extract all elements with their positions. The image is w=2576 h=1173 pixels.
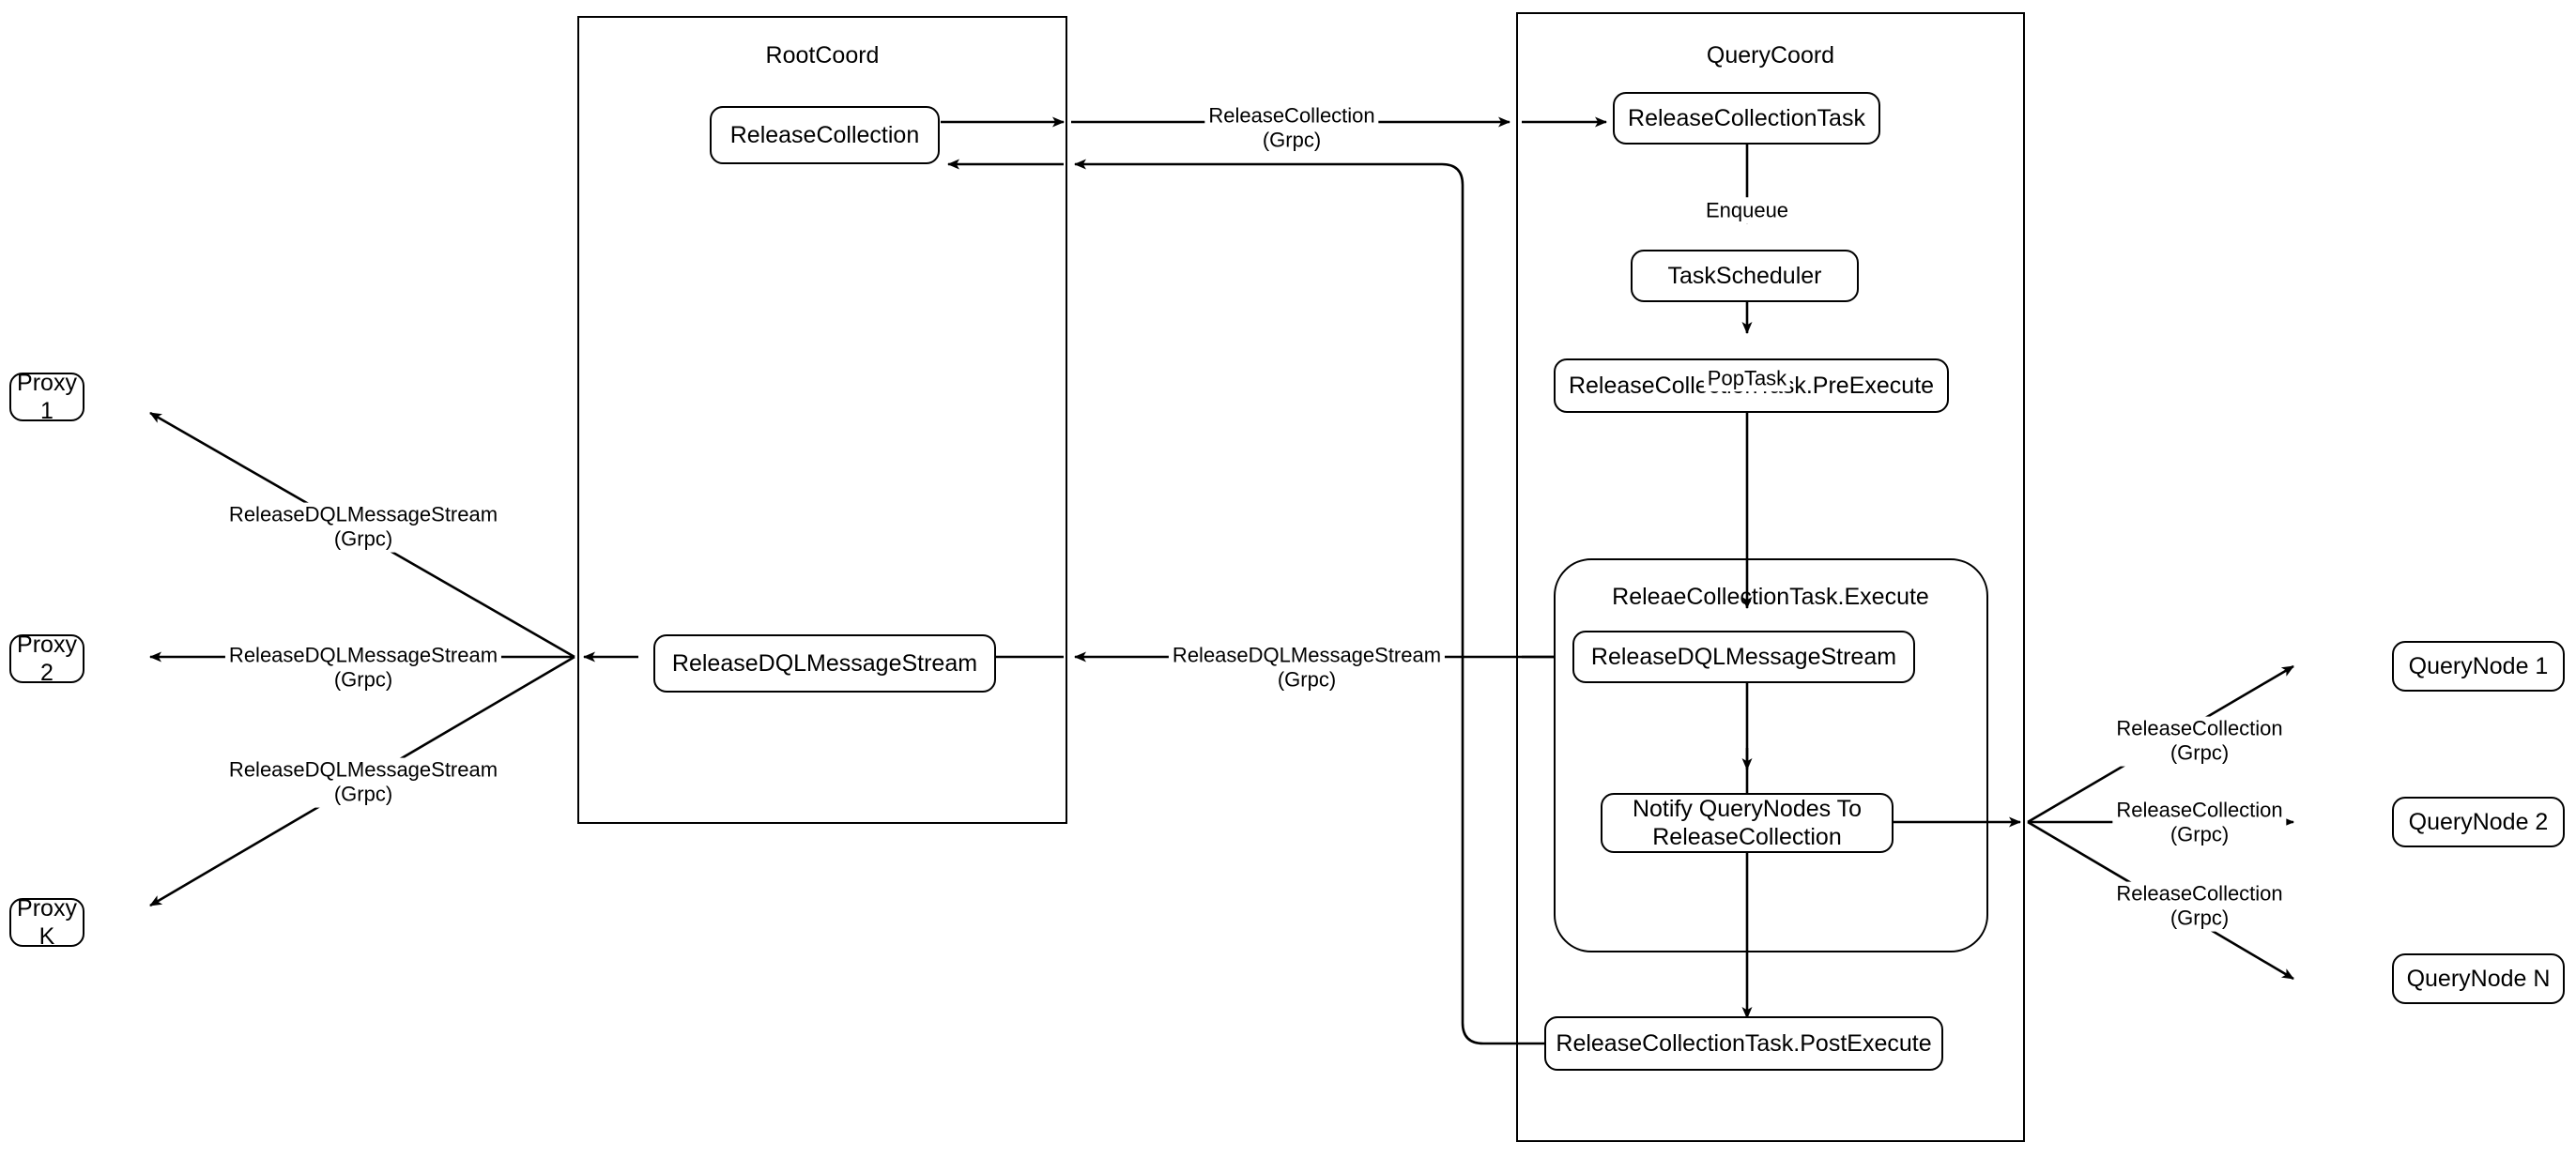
edge-label-releasecollection-grpc: ReleaseCollection (Grpc) <box>1204 103 1379 154</box>
edge-label-rc-querynoden: ReleaseCollection (Grpc) <box>2112 881 2287 932</box>
node-releasecollectiontask[interactable]: ReleaseCollectionTask <box>1613 92 1880 145</box>
edge-label-line1: ReleaseDQLMessageStream <box>228 757 498 782</box>
edge-label-poptask: PopTask <box>1703 365 1791 391</box>
node-label: ReleaseCollectionTask.PostExecute <box>1556 1029 1932 1057</box>
node-taskscheduler[interactable]: TaskScheduler <box>1631 250 1859 302</box>
node-label: Proxy K <box>17 894 77 951</box>
edge-label-dql-proxy1: ReleaseDQLMessageStream (Grpc) <box>224 502 502 553</box>
node-label: Notify QueryNodes To ReleaseCollection <box>1632 795 1863 851</box>
node-label: QueryNode 2 <box>2408 808 2549 835</box>
edge-label-line1: Enqueue <box>1705 198 1789 222</box>
node-label: ReleaseDQLMessageStream <box>1590 643 1897 670</box>
edge-postexecute-return <box>1074 159 1547 1045</box>
edge-label-rc-querynode1: ReleaseCollection (Grpc) <box>2112 716 2287 767</box>
edge-label-line1: ReleaseDQLMessageStream <box>1172 643 1442 667</box>
container-title-rootcoord: RootCoord <box>765 42 880 69</box>
edge-label-line2: (Grpc) <box>333 783 393 806</box>
edge-label-line2: (Grpc) <box>333 527 393 551</box>
edge-label-enqueue: Enqueue <box>1701 197 1793 223</box>
node-notify-querynodes[interactable]: Notify QueryNodes To ReleaseCollection <box>1601 793 1894 853</box>
edge-label-line1: ReleaseDQLMessageStream <box>228 502 498 526</box>
edge-label-dql-proxyk: ReleaseDQLMessageStream (Grpc) <box>224 757 502 808</box>
edge-label-line2: (Grpc) <box>333 668 393 692</box>
node-label: Proxy 1 <box>17 369 77 425</box>
node-label: QueryNode N <box>2406 965 2551 992</box>
edge-label-line1: ReleaseCollection <box>2116 881 2283 906</box>
node-label: ReleaseCollectionTask <box>1628 104 1865 131</box>
node-label: Proxy 2 <box>17 631 77 687</box>
node-postexecute[interactable]: ReleaseCollectionTask.PostExecute <box>1544 1016 1943 1071</box>
edge-label-line2: (Grpc) <box>1262 129 1322 152</box>
node-proxy-1[interactable]: Proxy 1 <box>9 370 84 424</box>
node-rootcoord-releasedqlmessagestream[interactable]: ReleaseDQLMessageStream <box>653 634 996 693</box>
edge-label-dql-proxy2: ReleaseDQLMessageStream (Grpc) <box>224 643 502 693</box>
edge-label-line1: ReleaseDQLMessageStream <box>228 643 498 667</box>
node-querynode-1[interactable]: QueryNode 1 <box>2392 641 2565 692</box>
node-label: TaskScheduler <box>1667 262 1822 289</box>
container-querycoord <box>1516 12 2025 1142</box>
container-rootcoord <box>577 16 1067 824</box>
container-execute <box>1554 558 1988 952</box>
edge-label-line1: ReleaseCollection <box>1208 103 1375 128</box>
node-proxy-2[interactable]: Proxy 2 <box>9 632 84 686</box>
edge-label-rc-querynode2: ReleaseCollection (Grpc) <box>2112 798 2287 848</box>
edge-label-dql-middle: ReleaseDQLMessageStream (Grpc) <box>1168 643 1446 693</box>
node-querynode-2[interactable]: QueryNode 2 <box>2392 797 2565 847</box>
node-rootcoord-releasecollection[interactable]: ReleaseCollection <box>710 106 940 164</box>
edge-label-line2: (Grpc) <box>1277 668 1337 692</box>
edge-label-line1: ReleaseCollection <box>2116 798 2283 822</box>
edge-label-line2: (Grpc) <box>2170 823 2230 846</box>
node-querynode-n[interactable]: QueryNode N <box>2392 953 2565 1004</box>
edge-label-line1: PopTask <box>1707 366 1787 390</box>
node-label: ReleaseDQLMessageStream <box>671 649 978 677</box>
edge-label-line2: (Grpc) <box>2170 906 2230 930</box>
node-label: ReleaseCollection <box>729 121 920 148</box>
node-label: QueryNode 1 <box>2408 652 2549 679</box>
node-proxy-k[interactable]: Proxy K <box>9 895 84 950</box>
node-querycoord-releasedqlmessagestream[interactable]: ReleaseDQLMessageStream <box>1572 631 1915 683</box>
container-title-querycoord: QueryCoord <box>1706 42 1835 69</box>
edge-label-line1: ReleaseCollection <box>2116 716 2283 740</box>
edge-label-line2: (Grpc) <box>2170 741 2230 765</box>
container-title-execute: ReleaeCollectionTask.Execute <box>1612 584 1929 610</box>
